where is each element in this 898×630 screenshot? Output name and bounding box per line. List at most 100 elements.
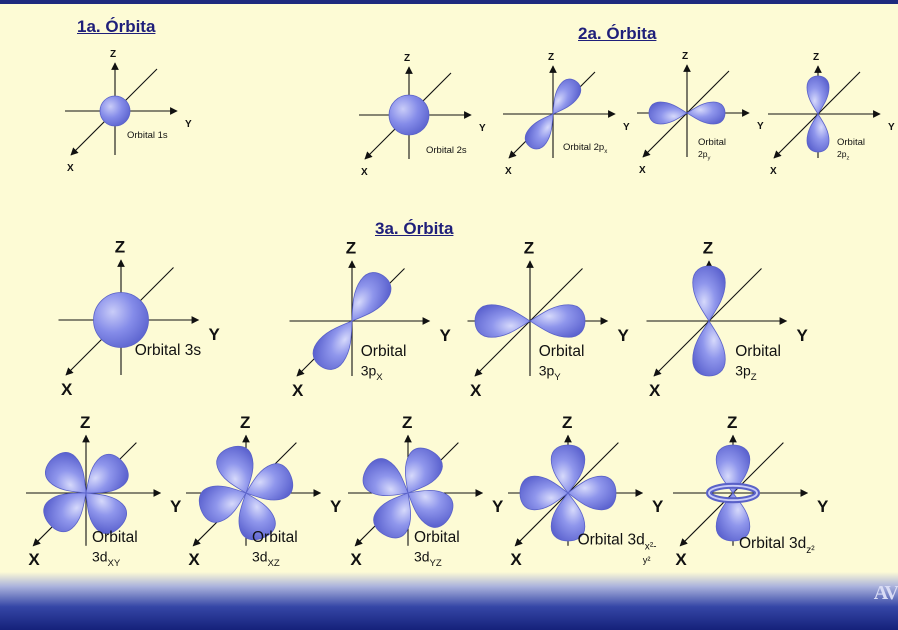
y-axis-label: Y: [170, 497, 182, 516]
orbital-lobe: [407, 489, 454, 528]
z-axis-label: Z: [703, 239, 713, 258]
orbital-caption-line2: 3pY: [539, 362, 562, 383]
y-axis-label: Y: [209, 325, 221, 344]
orbital-caption: Orbital: [414, 529, 460, 546]
x-axis-label: X: [292, 381, 304, 400]
orbital-torus-highlight: [708, 484, 758, 502]
orbital-sphere: [93, 292, 149, 348]
z-axis-label: Z: [115, 238, 125, 257]
orbital-lobe: [474, 304, 531, 338]
orbital-caption-line2: 3dXZ: [252, 549, 280, 570]
orbital-lobe: [519, 475, 569, 511]
z-axis-label: Z: [727, 413, 737, 432]
orbital-lobe: [692, 320, 726, 377]
x-axis-label: X: [28, 550, 40, 569]
z-axis-label: Z: [240, 413, 250, 432]
orbital-lobe: [85, 492, 128, 535]
heading-1a-orbita: 1a. Órbita: [77, 17, 156, 36]
orbital-lobe: [806, 113, 830, 153]
orbital-lobe: [43, 492, 87, 533]
orbital-3dz2: Z Y X Orbital 3dz²: [673, 413, 829, 569]
orbital-3dxy: Z Y X Orbital 3dXY: [26, 413, 182, 569]
orbital-caption-line2: 2pz: [837, 149, 850, 162]
y-axis-label: Y: [492, 497, 504, 516]
y-axis-label: Y: [185, 119, 192, 130]
y-axis-label: Y: [652, 497, 664, 516]
orbital-lobe: [552, 78, 582, 115]
z-axis-label: Z: [524, 239, 534, 258]
orbital-caption: Orbital: [252, 529, 298, 546]
x-axis-label: X: [675, 550, 687, 569]
x-axis-label: X: [350, 550, 362, 569]
z-axis-label: Z: [682, 51, 688, 62]
orbital-caption-line2: 3dXY: [92, 549, 121, 570]
orbital-lobe: [524, 113, 554, 150]
orbital-3s: Z Y X Orbital 3s: [58, 238, 221, 399]
y-axis-label: Y: [817, 497, 829, 516]
orbital-caption: Orbital 3dz²: [739, 535, 815, 556]
y-axis-label: Y: [479, 123, 486, 134]
y-axis-label: Y: [623, 122, 630, 133]
orbital-caption: Orbital 2px: [563, 142, 608, 155]
orbital-lobe: [373, 492, 412, 539]
orbital-3px: Z Y X Orbital 3pX: [289, 239, 452, 400]
z-axis-label: Z: [80, 413, 90, 432]
z-axis-label: Z: [402, 413, 412, 432]
y-axis-label: Y: [797, 326, 809, 345]
orbital-lobe: [686, 101, 726, 125]
y-axis-label: Y: [888, 122, 895, 133]
footer-bar: AV: [0, 572, 898, 630]
orbital-caption: Orbital: [837, 137, 865, 148]
z-axis-label: Z: [813, 52, 819, 63]
orbital-caption-line2: 3pX: [361, 362, 384, 383]
orbital-caption: Orbital: [361, 343, 407, 360]
x-axis-label: X: [510, 550, 522, 569]
orbital-lobe: [550, 444, 586, 494]
orbital-caption: Orbital: [698, 137, 726, 148]
x-axis-label: X: [639, 165, 646, 176]
y-axis-label: Y: [330, 497, 342, 516]
orbital-lobe: [362, 458, 409, 497]
heading-3a-orbita: 3a. Órbita: [375, 219, 454, 238]
orbital-3dyz: Z Y X Orbital 3dYZ: [348, 413, 504, 569]
orbital-caption: Orbital 1s: [127, 130, 168, 141]
orbital-lobe: [715, 492, 751, 542]
orbital-lobe: [692, 265, 726, 322]
z-axis-label: Z: [110, 49, 116, 60]
x-axis-label: X: [361, 167, 368, 178]
orbital-caption-line2: 3dYZ: [414, 549, 442, 570]
orbital-lobe: [238, 492, 276, 541]
orbital-caption: Orbital: [92, 529, 138, 546]
x-axis-label: X: [770, 166, 777, 177]
footer-logo-mark: AV: [873, 582, 898, 604]
orbital-sphere: [388, 94, 430, 136]
x-axis-label: X: [61, 380, 73, 399]
orbital-lobe: [312, 320, 353, 370]
orbital-lobe: [85, 453, 129, 494]
orbital-sphere: [99, 95, 131, 127]
orbital-lobe: [806, 75, 830, 115]
orbital-lobe: [715, 444, 751, 494]
y-axis-label: Y: [757, 121, 764, 132]
orbital-caption: Orbital: [735, 343, 781, 360]
z-axis-label: Z: [346, 239, 356, 258]
x-axis-label: X: [188, 550, 200, 569]
x-axis-label: X: [470, 381, 482, 400]
orbital-caption: Orbital 3dx²-: [578, 532, 657, 553]
heading-2a-orbita: 2a. Órbita: [578, 24, 657, 43]
orbital-lobe: [44, 451, 87, 494]
orbital-caption-sub: y²: [643, 555, 651, 565]
orbital-lobe: [216, 445, 254, 494]
orbital-caption: Orbital 3s: [135, 342, 202, 359]
orbital-caption-line2: 2py: [698, 149, 711, 162]
x-axis-label: X: [505, 166, 512, 177]
orbital-lobe: [567, 475, 617, 511]
z-axis-label: Z: [404, 53, 410, 64]
y-axis-label: Y: [440, 326, 452, 345]
